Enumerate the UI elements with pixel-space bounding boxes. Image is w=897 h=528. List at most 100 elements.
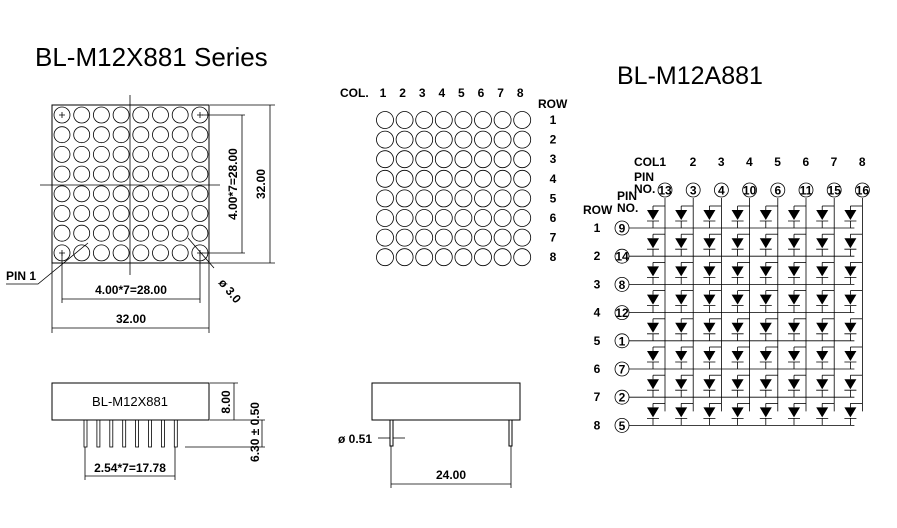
- pin-mark: [59, 112, 65, 118]
- led-diode-icon: [731, 238, 744, 249]
- led-diode-icon: [647, 294, 659, 305]
- dim-pin-diameter: ø 0.51: [338, 432, 372, 446]
- row-pin-circle: [614, 248, 630, 264]
- led-diode-icon: [675, 238, 688, 249]
- led-dot: [53, 106, 71, 124]
- led-dot: [376, 209, 394, 227]
- led-dot: [191, 165, 209, 183]
- col-pin-number: 11: [800, 184, 813, 198]
- led-dot: [112, 224, 130, 242]
- led-dot: [191, 205, 209, 222]
- led-dot: [454, 130, 473, 149]
- led-dot: [493, 228, 512, 247]
- led-dot: [152, 165, 169, 183]
- led-dot: [93, 205, 110, 222]
- col-number: 2: [399, 86, 406, 100]
- col-pin-number: 15: [828, 184, 842, 198]
- row-pin-number: 12: [615, 306, 629, 320]
- led-dot: [395, 130, 414, 149]
- front-outline: [51, 104, 210, 264]
- led-diode-icon: [703, 351, 716, 361]
- pin: [160, 419, 165, 448]
- row-pin-number: 1: [619, 334, 626, 348]
- led-dot: [376, 228, 394, 247]
- led-dot: [53, 126, 71, 144]
- dim-total-vertical: 32.00: [254, 169, 268, 199]
- led-diode-icon: [816, 266, 829, 277]
- led-dot: [152, 126, 169, 144]
- pin-label-top: PIN: [634, 170, 654, 184]
- led-diode-icon: [816, 238, 829, 249]
- led-dot: [474, 169, 492, 188]
- led-dot: [434, 248, 453, 267]
- led-dot: [132, 224, 150, 242]
- led-dot: [474, 228, 492, 247]
- row-label: ROW: [538, 97, 568, 111]
- led-diode-icon: [816, 407, 829, 418]
- led-dot: [395, 111, 414, 129]
- led-dot: [395, 169, 414, 188]
- led-dot: [112, 165, 130, 183]
- row-number: 4: [550, 172, 557, 186]
- series-title: BL-M12X881 Series: [35, 42, 268, 72]
- led-dot: [152, 205, 169, 222]
- row-number: 5: [550, 191, 557, 205]
- led-diode-icon: [844, 294, 857, 305]
- led-dot: [73, 185, 91, 203]
- led-dot: [513, 150, 532, 169]
- model-title: BL-M12A881: [617, 62, 763, 90]
- dim-pin-pitch: 2.54*7=17.78: [94, 461, 166, 475]
- schematic-col-number: 8: [859, 155, 866, 169]
- dim-pin-rows: 24.00: [436, 468, 466, 482]
- led-dot: [513, 169, 532, 188]
- led-diode-icon: [788, 322, 800, 333]
- schematic-col-number: 4: [746, 155, 753, 169]
- led-dot: [434, 130, 453, 149]
- led-dot: [152, 224, 169, 242]
- led-diode-icon: [647, 210, 659, 220]
- pin: [135, 419, 140, 448]
- led-dot: [73, 145, 91, 163]
- led-dot: [474, 248, 492, 267]
- led-dot: [93, 224, 110, 242]
- schematic-row-number: 7: [594, 390, 601, 404]
- led-dot: [73, 244, 91, 262]
- led-diode-icon: [844, 210, 857, 220]
- led-dot: [434, 150, 453, 169]
- led-dot: [395, 189, 414, 208]
- schematic-row-number: 1: [594, 221, 601, 235]
- led-diode-icon: [731, 407, 744, 418]
- led-diode-icon: [759, 238, 772, 249]
- led-diode-icon: [647, 266, 659, 277]
- schematic-row-number: 2: [594, 249, 601, 263]
- led-diode-icon: [759, 266, 772, 277]
- led-dot: [376, 111, 394, 129]
- led-dot: [493, 111, 512, 129]
- front-view: 4.00*7=28.00 32.00 4.00*7=28.00 32.00 PI…: [6, 95, 275, 333]
- led-dot: [171, 165, 189, 183]
- col-label: COL.: [340, 86, 369, 100]
- led-dot: [171, 145, 189, 163]
- led-dot: [434, 169, 453, 188]
- led-diode-icon: [675, 210, 688, 220]
- led-dot: [376, 248, 394, 267]
- led-dot: [73, 106, 91, 124]
- col-pin-number: 6: [774, 184, 781, 198]
- led-diode-icon: [647, 351, 659, 361]
- led-diode-icon: [675, 407, 688, 418]
- led-dot: [454, 111, 473, 129]
- led-dot: [93, 145, 110, 163]
- led-dot: [132, 106, 150, 124]
- led-diode-icon: [844, 351, 857, 361]
- pin: [173, 419, 178, 448]
- led-dot: [395, 209, 414, 227]
- led-dot: [415, 209, 434, 227]
- led-dot: [53, 205, 71, 222]
- pin: [96, 419, 101, 448]
- led-diode-icon: [703, 266, 716, 277]
- col-pin-number: 10: [743, 184, 757, 198]
- row-pin-circle: [614, 389, 630, 405]
- front-dot-grid: [53, 106, 209, 262]
- led-dot: [93, 106, 110, 124]
